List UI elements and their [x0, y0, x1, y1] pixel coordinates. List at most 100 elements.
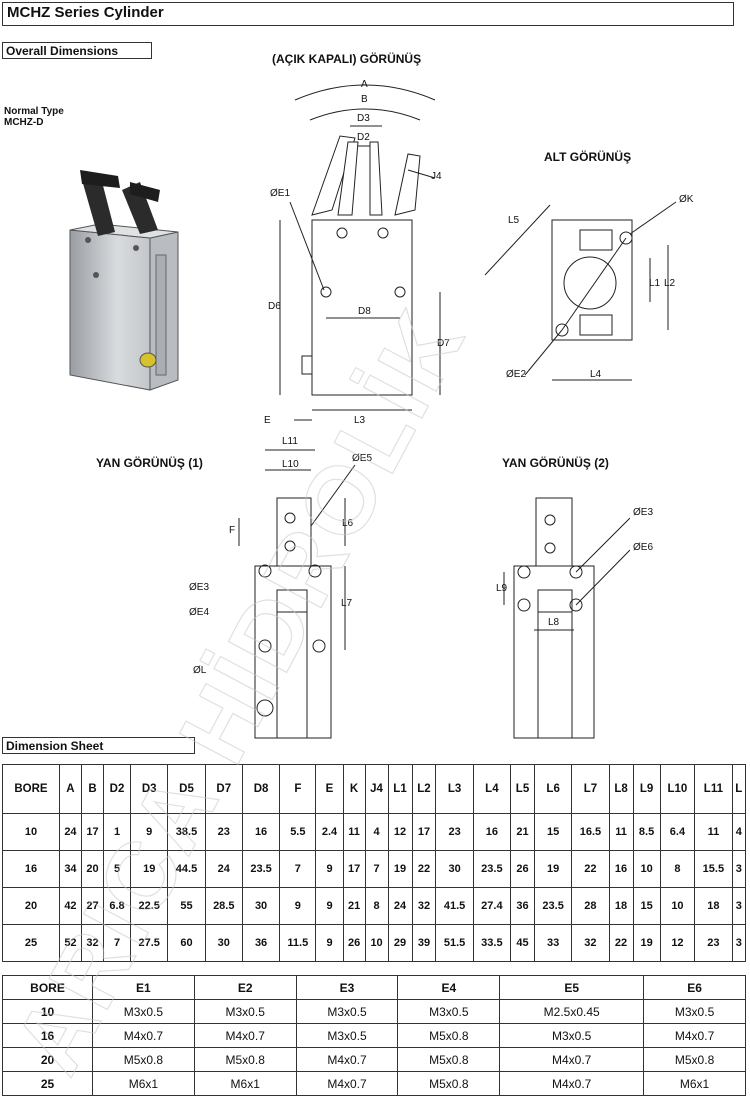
table-cell: 7: [279, 850, 317, 888]
table-cell: 25: [2, 924, 60, 962]
table-cell: 10: [632, 850, 661, 888]
table-cell: 15: [533, 813, 573, 851]
table-cell: 12: [387, 813, 413, 851]
table-cell: 9: [315, 924, 344, 962]
table-cell: 55: [167, 887, 206, 925]
table-cell: 10: [2, 813, 60, 851]
page-title: MCHZ Series Cylinder: [7, 4, 164, 21]
table-cell: 22: [411, 850, 437, 888]
table-cell: 30: [241, 887, 281, 925]
table-cell: 23.5: [472, 850, 512, 888]
column-header: BORE: [2, 975, 93, 1000]
column-header: L11: [694, 764, 733, 814]
dim-label-l2: L2: [664, 278, 676, 289]
table-cell: 3: [731, 850, 747, 888]
side-view-1-drawing: [238, 449, 356, 739]
table-cell: 8: [364, 887, 389, 925]
table-cell: 3: [731, 924, 747, 962]
table-cell: 10: [659, 887, 696, 925]
column-header: A: [58, 764, 82, 814]
table-cell: 9: [130, 813, 169, 851]
dim-label-l6: L6: [342, 518, 354, 529]
dim-label-e2: ØE2: [506, 369, 527, 380]
table-cell: 38.5: [167, 813, 206, 851]
table-cell: M3x0.5: [499, 1023, 645, 1048]
table-cell: 24: [204, 850, 243, 888]
table-cell: 23: [435, 813, 474, 851]
view-title-front: (AÇIK KAPALI) GÖRÜNÜŞ: [272, 52, 422, 66]
table-cell: 32: [411, 887, 437, 925]
table-cell: M3x0.5: [295, 1023, 399, 1048]
table-cell: M4x0.7: [295, 1071, 399, 1096]
table-cell: 26: [510, 850, 535, 888]
column-header: L3: [435, 764, 474, 814]
bottom-view-drawing: [484, 201, 677, 381]
dim-label-d8: D8: [358, 306, 371, 317]
table-cell: 32: [80, 924, 104, 962]
table-cell: 33.5: [472, 924, 512, 962]
table-cell: 23: [694, 924, 733, 962]
dim-label-e: E: [264, 415, 271, 426]
column-header: E2: [193, 975, 297, 1000]
table-cell: 60: [167, 924, 206, 962]
table-cell: 20: [80, 850, 104, 888]
section-overall-dimensions: Overall Dimensions: [2, 42, 152, 59]
table-cell: 17: [80, 813, 104, 851]
table-cell: M4x0.7: [499, 1047, 645, 1072]
table-cell: 51.5: [435, 924, 474, 962]
table-cell: M3x0.5: [193, 999, 297, 1024]
table-cell: 6.8: [102, 887, 132, 925]
dim-label-l1: L1: [649, 278, 661, 289]
product-type-line1: Normal Type: [4, 106, 64, 117]
table-cell: 22: [608, 924, 634, 962]
table-cell: 17: [342, 850, 366, 888]
column-header: B: [80, 764, 104, 814]
table-cell: M4x0.7: [193, 1023, 297, 1048]
table-cell: 6.4: [659, 813, 696, 851]
table-cell: 11.5: [279, 924, 317, 962]
table-cell: M5x0.8: [643, 1047, 746, 1072]
dim-label-d7: D7: [437, 338, 450, 349]
front-view-drawing: [279, 84, 441, 421]
section-dimension-sheet: Dimension Sheet: [2, 737, 195, 754]
table-cell: 9: [315, 850, 344, 888]
table-cell: M3x0.5: [397, 999, 501, 1024]
table-cell: 29: [387, 924, 413, 962]
dim-label-k: ØK: [679, 194, 694, 205]
table-cell: 11: [694, 813, 733, 851]
column-header: L: [731, 764, 747, 814]
table-cell: 30: [204, 924, 243, 962]
table-cell: M6x1: [643, 1071, 746, 1096]
table-cell: 28.5: [204, 887, 243, 925]
column-header: L2: [411, 764, 437, 814]
table-cell: 18: [608, 887, 634, 925]
dim-label-d6: D6: [268, 301, 281, 312]
table-cell: 11: [342, 813, 366, 851]
table-cell: M4x0.7: [295, 1047, 399, 1072]
table-cell: 45: [510, 924, 535, 962]
column-header: K: [342, 764, 366, 814]
dim-label-e4: ØE4: [189, 607, 210, 618]
table-cell: 23: [204, 813, 243, 851]
table-cell: 4: [731, 813, 747, 851]
table-cell: 44.5: [167, 850, 206, 888]
table-cell: 9: [279, 887, 317, 925]
dim-label-d2: D2: [357, 132, 370, 143]
dim-label-l10: L10: [282, 459, 299, 470]
product-type: Normal Type MCHZ-D: [4, 106, 64, 128]
dim-label-l4: L4: [590, 369, 602, 380]
table-cell: 15.5: [694, 850, 733, 888]
table-cell: 15: [632, 887, 661, 925]
dim-label-f: F: [229, 525, 236, 536]
table-cell: 10: [364, 924, 389, 962]
table-cell: 16: [2, 850, 60, 888]
table-cell: 26: [342, 924, 366, 962]
